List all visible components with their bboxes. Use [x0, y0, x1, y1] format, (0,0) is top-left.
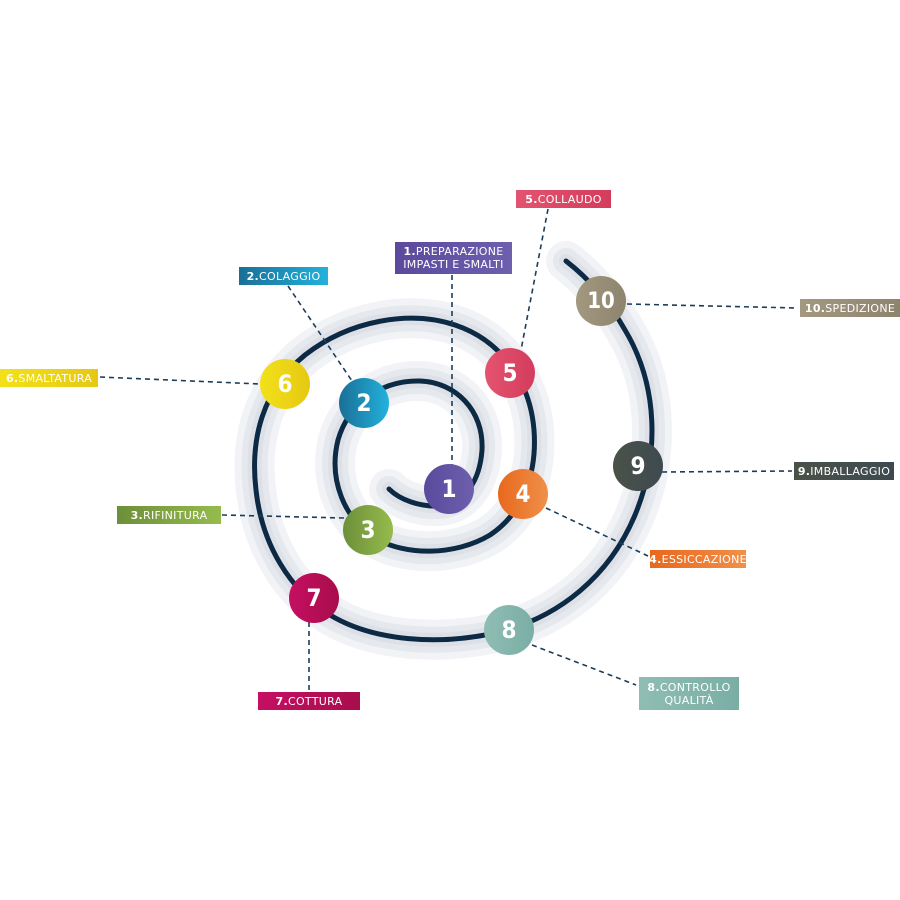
step-label-line1: 6.SMALTATURA	[6, 372, 92, 385]
step-label-line2: IMPASTI E SMALTI	[403, 258, 504, 271]
leader-line-step-2	[287, 285, 353, 382]
step-label-number: 1.	[403, 245, 416, 258]
step-label-7: 7.COTTURA	[258, 692, 360, 710]
step-label-text: SMALTATURA	[18, 371, 93, 385]
step-label-5: 5.COLLAUDO	[516, 190, 611, 208]
step-label-text: PREPARAZIONE	[415, 245, 504, 258]
step-node-4: 4	[498, 469, 548, 519]
step-label-line1: 3.RIFINITURA	[131, 509, 208, 522]
step-node-8: 8	[484, 605, 534, 655]
step-label-text: ESSICCAZIONE	[661, 552, 747, 566]
step-label-number: 10.	[804, 301, 826, 315]
step-label-line2: QUALITÀ	[664, 693, 714, 707]
leader-line-step-6	[99, 376, 261, 385]
step-label-text: IMBALLAGGIO	[810, 464, 891, 478]
step-label-number: 6.	[5, 371, 19, 385]
leader-line-step-3	[221, 514, 345, 519]
step-node-1: 1	[424, 464, 474, 514]
step-label-number: 9.	[797, 464, 811, 478]
step-node-5: 5	[485, 348, 535, 398]
step-label-4: 4.ESSICCAZIONE	[649, 550, 747, 568]
step-label-number: 2.	[246, 269, 260, 283]
step-node-9: 9	[613, 441, 663, 491]
step-label-number: 8.	[647, 680, 660, 694]
step-node-3: 3	[343, 505, 393, 555]
step-label-line1: 5.COLLAUDO	[525, 193, 601, 206]
step-label-number: 5.	[525, 192, 538, 206]
step-label-text: COTTURA	[287, 694, 343, 708]
step-label-number: 7.	[275, 694, 288, 708]
step-node-7: 7	[289, 573, 339, 623]
step-label-text: COLAGGIO	[259, 269, 321, 283]
step-label-3: 3.RIFINITURA	[117, 506, 221, 524]
step-node-2: 2	[339, 378, 389, 428]
leader-line-step-10	[626, 303, 798, 309]
step-label-text: SPEDIZIONE	[825, 301, 896, 315]
step-label-9: 9.IMBALLAGGIO	[794, 462, 894, 480]
step-label-text: CONTROLLO	[659, 680, 731, 694]
step-label-number: 4.	[649, 552, 662, 566]
leader-line-step-9	[661, 470, 793, 473]
step-label-text: COLLAUDO	[537, 192, 602, 206]
leader-lines	[99, 208, 798, 690]
step-node-6: 6	[260, 359, 310, 409]
step-label-line1: 8.CONTROLLO	[647, 681, 730, 694]
step-label-line1: 1.PREPARAZIONE	[403, 245, 503, 258]
step-label-6: 6.SMALTATURA	[0, 369, 98, 387]
spiral-path	[252, 258, 655, 643]
leader-line-step-8	[531, 644, 637, 686]
step-label-2: 2.COLAGGIO	[239, 267, 328, 285]
step-label-line1: 2.COLAGGIO	[247, 270, 321, 283]
leader-line-step-4	[545, 507, 649, 557]
leader-line-step-5	[520, 208, 549, 351]
step-label-line1: 7.COTTURA	[276, 695, 343, 708]
step-node-10: 10	[576, 276, 626, 326]
step-label-10: 10.SPEDIZIONE	[800, 299, 900, 317]
step-label-text: RIFINITURA	[143, 508, 208, 522]
step-label-line1: 9.IMBALLAGGIO	[798, 465, 890, 478]
step-label-line1: 10.SPEDIZIONE	[805, 302, 895, 315]
step-label-number: 3.	[130, 508, 143, 522]
step-label-line1: 4.ESSICCAZIONE	[649, 553, 747, 566]
